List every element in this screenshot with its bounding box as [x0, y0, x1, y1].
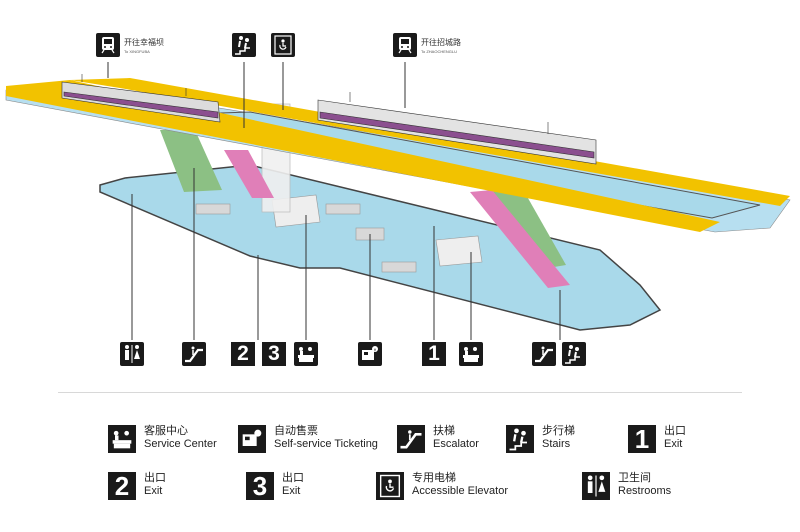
metro-icon	[101, 37, 115, 54]
service-center-booth-right	[435, 235, 483, 267]
restroom-icon	[582, 472, 610, 500]
exit-3-number: 3	[246, 472, 274, 500]
service-center-sign-floor-1	[294, 342, 318, 366]
stairs-icon	[565, 345, 580, 364]
escalator-sign-floor-1	[182, 342, 206, 366]
escalator-sign-floor-2	[532, 342, 556, 366]
stairs-icon	[235, 36, 250, 55]
metro-sign-2	[393, 33, 417, 57]
train-left	[61, 74, 221, 123]
stairs-pink-right	[470, 190, 570, 288]
ticketing-sign-floor: ¥	[358, 342, 382, 366]
service-center-icon	[463, 347, 479, 362]
legend-elevator-zh: 专用电梯	[412, 472, 456, 484]
platform-edge-near	[6, 80, 720, 232]
legend-restrooms-en: Restrooms	[618, 485, 672, 497]
exit-1-number: 1	[628, 425, 656, 453]
legend-self-ticketing-zh: 自动售票	[274, 425, 318, 437]
metro-icon	[398, 37, 412, 54]
platform-edge-far	[70, 78, 790, 206]
legend-exit-1-zh: 出口	[664, 425, 686, 437]
legend-service-center-en: Service Center	[144, 438, 217, 450]
exit-2-sign-floor: 2	[231, 342, 255, 366]
legend-exit-2-zh: 出口	[144, 472, 166, 484]
train-right	[317, 92, 597, 165]
legend-divider	[58, 392, 742, 393]
stairs-sign-top	[232, 33, 256, 57]
direction-label-2: 开往招城路 To ZHAOCHENGLU	[421, 38, 461, 54]
escalator-green-left	[160, 130, 222, 192]
stairs-icon	[506, 425, 534, 453]
service-center-sign-floor-2	[459, 342, 483, 366]
service-center-icon	[108, 425, 136, 453]
escalator-icon	[185, 346, 203, 363]
stairs-pink-left	[224, 150, 274, 198]
exit-1-sign-floor: 1	[422, 342, 446, 366]
leader-lines	[107, 62, 561, 340]
stairs-sign-floor	[562, 342, 586, 366]
ticket-machine-icon: ¥	[362, 346, 378, 360]
metro-sign-1	[96, 33, 120, 57]
escalator-icon	[535, 346, 553, 363]
legend-escalator-en: Escalator	[433, 438, 479, 450]
exit-3-sign-floor: 3	[262, 342, 286, 366]
legend-exit-2-en: Exit	[144, 485, 163, 497]
elevator-icon	[376, 472, 404, 500]
restroom-sign-floor	[120, 342, 144, 366]
elevator-icon	[274, 35, 292, 55]
legend-service-center-zh: 客服中心	[144, 425, 188, 437]
direction-label-1: 开往幸福坝 To XINGFUBA	[124, 38, 164, 54]
legend-exit-1-en: Exit	[664, 438, 683, 450]
legend-escalator-zh: 扶梯	[433, 425, 455, 437]
legend-self-ticketing-en: Self-service Ticketing	[274, 438, 378, 450]
legend-exit-3-en: Exit	[282, 485, 301, 497]
svg-text:¥: ¥	[374, 347, 377, 352]
exit-2-number: 2	[108, 472, 136, 500]
legend-stairs-zh: 步行梯	[542, 425, 575, 437]
legend-exit-3-zh: 出口	[282, 472, 304, 484]
service-center-icon	[298, 347, 314, 362]
restroom-icon	[125, 345, 140, 363]
ticket-machine-icon	[238, 425, 266, 453]
elevator-sign-top	[271, 33, 295, 57]
legend-elevator-en: Accessible Elevator	[412, 485, 508, 497]
legend-restrooms-zh: 卫生间	[618, 472, 651, 484]
legend-stairs-en: Stairs	[542, 438, 571, 450]
escalator-icon	[397, 425, 425, 453]
